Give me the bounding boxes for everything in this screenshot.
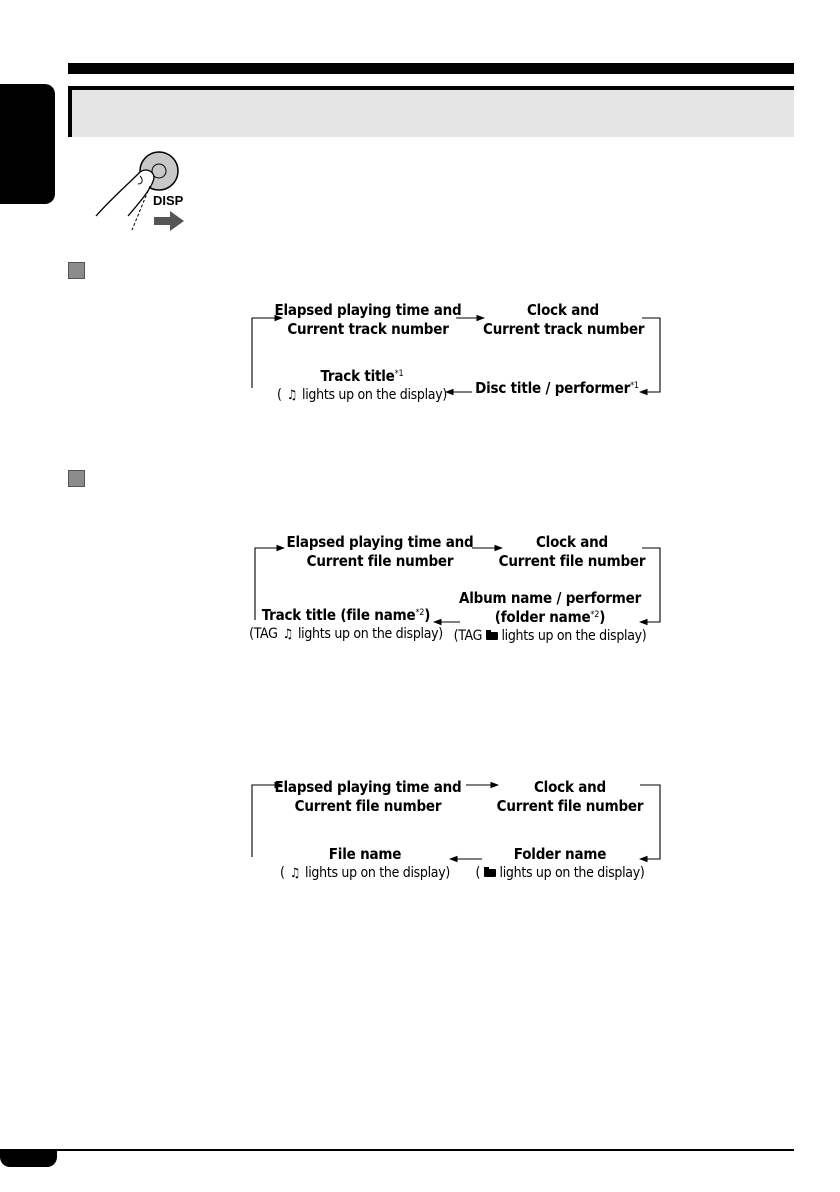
tag-track-close: ) xyxy=(424,606,431,624)
cd-disc-title: Disc title / performer xyxy=(475,379,631,397)
file-top-right-line2: Current file number xyxy=(496,797,644,815)
finger-icon xyxy=(95,169,155,217)
tag-track-title: Track title (file name xyxy=(261,606,416,624)
cd-clock-box: Clock and Current track number xyxy=(483,301,645,339)
folder-note-open: ( xyxy=(475,865,481,881)
file-elapsed-time-box: Elapsed playing time and Current file nu… xyxy=(268,778,468,816)
music-note-icon: ♫ xyxy=(286,388,297,403)
cd-track-title-box: Track title*1 ( ♫ lights up on the displ… xyxy=(272,367,452,405)
tag-top-right-line1: Clock and xyxy=(535,533,609,551)
cd-track-title-note: lights up on the display) xyxy=(302,387,447,403)
arrow-right-icon xyxy=(154,211,184,231)
tag-clock-box: Clock and Current file number xyxy=(492,533,652,571)
tag-top-left-line2: Current file number xyxy=(306,552,454,570)
cd-footnote-mark-2: *1 xyxy=(630,381,639,391)
folder-name-title: Folder name xyxy=(513,845,607,863)
tag-folder-note: lights up on the display) xyxy=(501,628,647,644)
folder-name-note: lights up on the display) xyxy=(499,865,645,881)
cd-top-left-line2: Current track number xyxy=(287,320,449,338)
page-number-tab xyxy=(0,1151,57,1167)
cd-footnote-mark-1: *1 xyxy=(394,369,404,379)
file-name-note: lights up on the display) xyxy=(305,865,450,881)
tag-top-left-line1: Elapsed playing time and xyxy=(286,533,474,551)
cd-top-right-line1: Clock and xyxy=(526,301,600,319)
tag-top-right-line2: Current file number xyxy=(498,552,646,570)
file-top-right-line1: Clock and xyxy=(533,778,607,796)
cd-disc-title-box: Disc title / performer*1 xyxy=(472,379,642,398)
folder-name-box: Folder name ( lights up on the display) xyxy=(470,845,650,882)
tag-elapsed-time-box: Elapsed playing time and Current file nu… xyxy=(280,533,480,571)
disp-button-illustration xyxy=(95,151,184,231)
music-note-icon: ♫ xyxy=(282,627,293,642)
tag-folder-name: (folder name xyxy=(494,608,591,626)
tag-album-box: Album name / performer (folder name*2) (… xyxy=(452,589,648,645)
music-note-icon: ♫ xyxy=(289,866,300,881)
disp-button-label: DISP xyxy=(153,193,184,208)
file-top-left-line2: Current file number xyxy=(294,797,442,815)
file-name-box: File name ( ♫ lights up on the display) xyxy=(270,845,460,883)
header-rule xyxy=(68,63,794,74)
language-side-tab xyxy=(0,84,55,204)
tag-folder-note-prefix: (TAG xyxy=(453,628,483,644)
tag-track-title-box: Track title (file name*2) (TAG ♫ lights … xyxy=(246,606,446,644)
section-title-box xyxy=(68,86,794,137)
cd-track-title: Track title xyxy=(320,367,395,385)
tag-footnote-mark-2: *2 xyxy=(590,610,600,620)
tag-album-line1: Album name / performer xyxy=(458,589,642,607)
tag-note-prefix: (TAG xyxy=(249,626,278,642)
footer-rule xyxy=(0,1149,794,1151)
file-note-open: ( xyxy=(280,865,285,881)
cd-note-open: ( xyxy=(277,387,282,403)
tag-footnote-mark-1: *2 xyxy=(415,608,425,618)
section-marker-cd xyxy=(68,262,85,279)
cd-top-right-line2: Current track number xyxy=(483,320,645,338)
cd-elapsed-time-box: Elapsed playing time and Current track n… xyxy=(268,301,468,339)
cd-top-left-line1: Elapsed playing time and xyxy=(274,301,462,319)
file-top-left-line1: Elapsed playing time and xyxy=(274,778,462,796)
file-clock-box: Clock and Current file number xyxy=(490,778,650,816)
folder-icon xyxy=(483,867,496,877)
folder-icon xyxy=(485,630,498,640)
tag-track-title-note: lights up on the display) xyxy=(297,626,443,642)
section-marker-mp3 xyxy=(68,470,85,487)
file-name-title: File name xyxy=(328,845,402,863)
tag-folder-close: ) xyxy=(599,608,606,626)
